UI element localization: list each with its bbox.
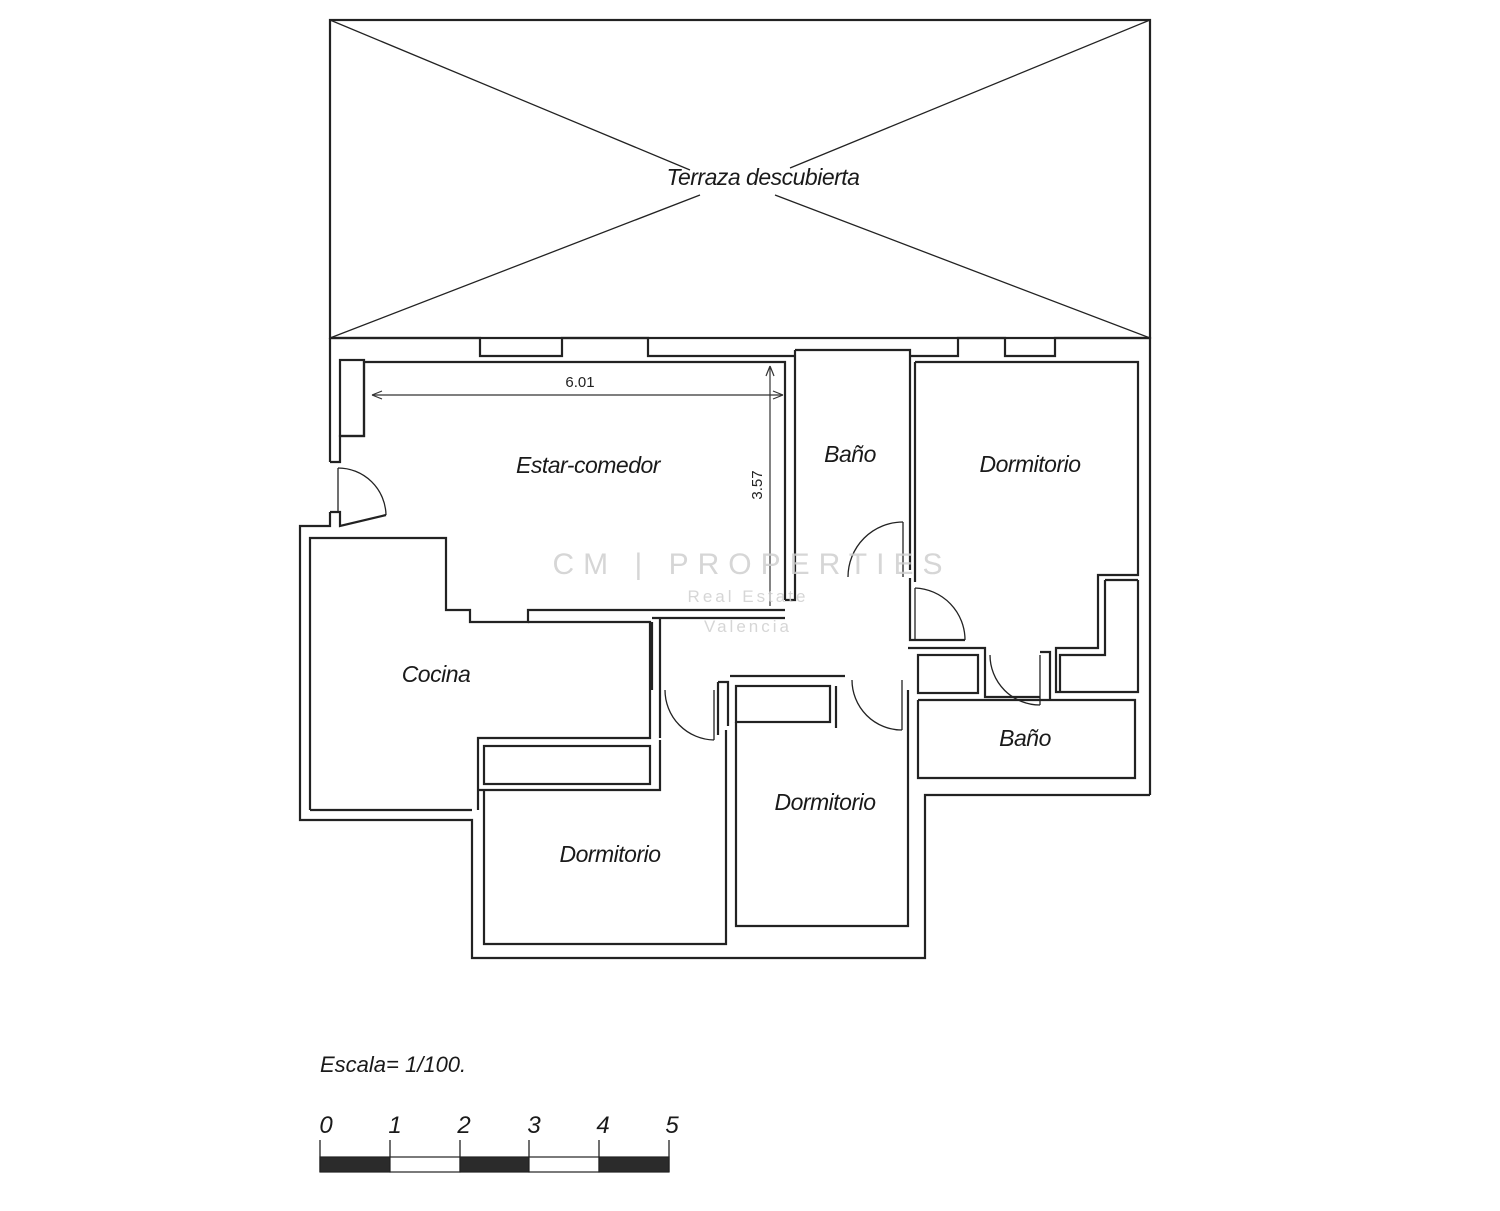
bathroom-top-walls <box>793 348 912 578</box>
bedroom-bottom-walls <box>482 730 728 946</box>
scale-tick-0: 0 <box>319 1112 333 1139</box>
scale-tick-1: 1 <box>388 1112 401 1139</box>
bathroom-right-walls <box>908 646 1137 780</box>
room-label-bathroom-top: Baño <box>824 441 876 467</box>
bedroom-right-walls <box>913 360 1140 694</box>
scale-legend: Escala= 1/100. 0 1 2 3 4 5 <box>319 1052 679 1173</box>
bedroom-center-walls <box>730 674 910 928</box>
scale-segment-5 <box>598 1156 670 1173</box>
scale-segment-1 <box>319 1156 391 1173</box>
living-room-walls <box>372 356 797 624</box>
room-label-living-dining: Estar-comedor <box>516 452 662 478</box>
room-label-bedroom-right: Dormitorio <box>979 451 1081 477</box>
dimension-width-label: 6.01 <box>565 374 594 391</box>
watermark: CM | PROPERTIES Real Estate Valencia <box>553 548 952 636</box>
watermark-city: Valencia <box>704 617 792 636</box>
outer-walls <box>298 336 1152 960</box>
scale-segment-4 <box>528 1156 600 1173</box>
scale-tick-4: 4 <box>596 1112 609 1139</box>
scale-tick-2: 2 <box>456 1112 470 1139</box>
dimension-lines: 6.01 3.57 <box>371 365 784 606</box>
terrace-area <box>328 18 1152 340</box>
scale-ticks: 0 1 2 3 4 5 <box>319 1112 679 1139</box>
room-label-bedroom-center: Dormitorio <box>774 789 876 815</box>
watermark-real-estate: Real Estate <box>688 587 809 606</box>
watermark-brand: CM | PROPERTIES <box>553 548 952 581</box>
hallway-walls <box>650 578 965 741</box>
scale-bar <box>319 1140 670 1173</box>
scale-segment-3 <box>459 1156 530 1173</box>
room-label-kitchen: Cocina <box>402 661 471 687</box>
entrance <box>330 358 387 528</box>
scale-tick-3: 3 <box>527 1112 541 1139</box>
dimension-height-label: 3.57 <box>749 470 766 499</box>
room-label-bathroom-right: Baño <box>999 725 1051 751</box>
scale-tick-5: 5 <box>665 1112 679 1139</box>
room-label-terrace: Terraza descubierta <box>667 164 860 190</box>
kitchen-walls <box>476 620 662 810</box>
room-label-bedroom-bottom: Dormitorio <box>559 841 661 867</box>
scale-segment-2 <box>389 1156 461 1173</box>
scale-label: Escala= 1/100. <box>320 1052 466 1077</box>
